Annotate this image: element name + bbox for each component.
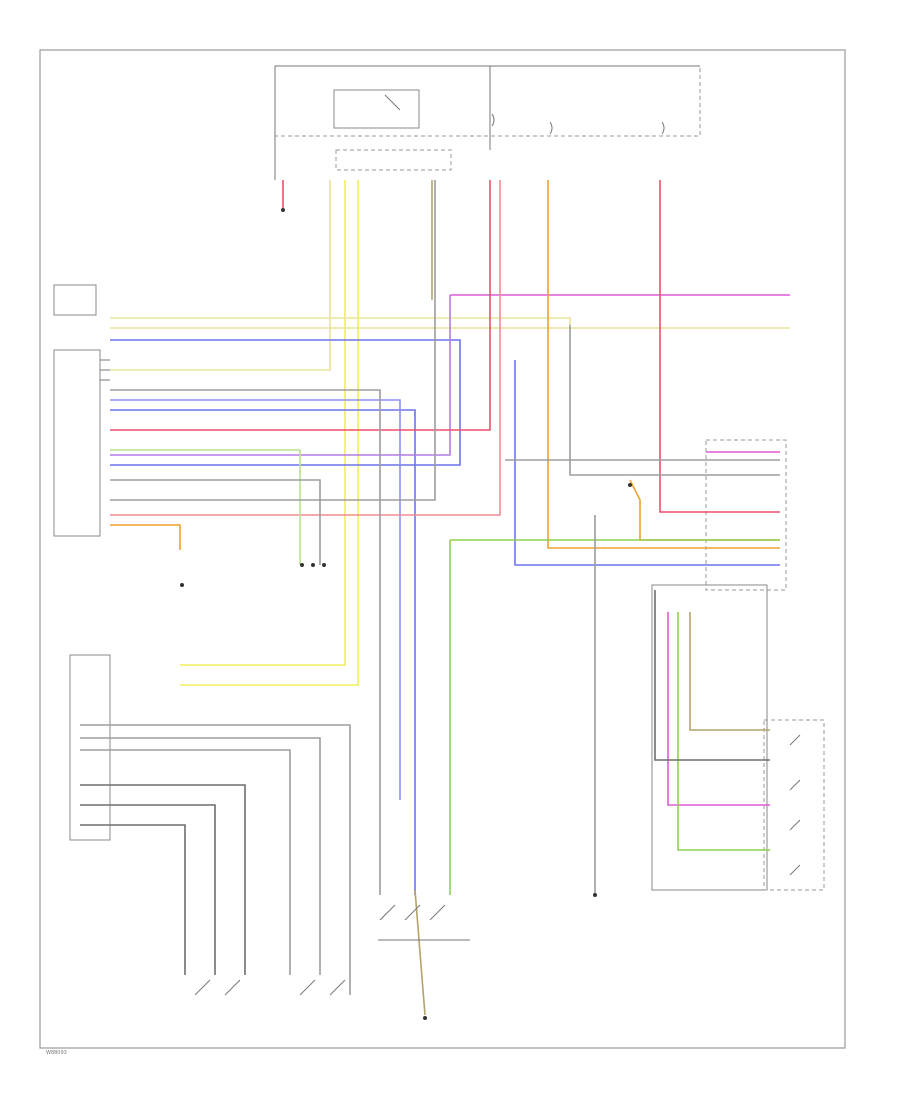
dark-gray-wire-1 — [654, 590, 770, 761]
gray-wire-9 — [110, 479, 321, 565]
splice-point-1 — [300, 563, 304, 567]
blue-wire-2 — [110, 409, 416, 895]
selector-switch-1 — [789, 734, 801, 746]
dark-gray-wire-2 — [80, 784, 246, 975]
left-paddle-switch-2 — [224, 979, 241, 996]
orange-wire-1 — [547, 180, 780, 549]
fuse-3-icon — [661, 121, 665, 135]
yellow-wire-1 — [180, 180, 346, 666]
pale-yellow-wire-2 — [110, 317, 571, 325]
ground-symbols — [180, 208, 632, 1020]
blue-wire-1 — [110, 339, 461, 466]
yellow-wire-2 — [180, 180, 359, 686]
gear-position-unit-box — [651, 584, 768, 891]
switch-contact-3 — [429, 904, 446, 921]
gray-wire-1 — [110, 389, 381, 895]
splice-point-2 — [311, 563, 315, 567]
left-paddle-switch-1 — [194, 979, 211, 996]
dark-gray-wire-3 — [80, 804, 216, 975]
pink-wire-1 — [110, 180, 501, 516]
olive-wire-2 — [689, 612, 770, 731]
gray-wire-6 — [80, 737, 321, 975]
selector-switch-2 — [789, 779, 801, 791]
relay-box — [333, 89, 420, 129]
diagram-frame — [39, 49, 846, 1049]
transmission-control-unit-box — [53, 349, 101, 537]
red-wire-2 — [110, 180, 491, 431]
switch-symbols — [194, 734, 801, 996]
dark-gray-wire-4 — [80, 824, 186, 975]
switch-contact-1 — [379, 904, 396, 921]
steering-wheel-switch-box — [69, 654, 111, 841]
orange-wire-3 — [629, 479, 780, 541]
red-wire-3 — [659, 180, 780, 513]
light-green-wire-1 — [110, 449, 301, 565]
switch-contact-2 — [404, 904, 421, 921]
splice-point-4 — [628, 483, 632, 487]
shift-lock-connector-box — [705, 439, 787, 591]
gray-wire-5 — [80, 724, 351, 995]
pale-yellow-wire-1 — [110, 180, 331, 371]
ground-point-3 — [423, 1016, 427, 1020]
figure-code: W88093 — [46, 1050, 67, 1056]
fuse-1-icon — [491, 113, 495, 127]
lower-left-connector-box — [53, 284, 97, 316]
fuse-2-icon — [549, 121, 553, 135]
relay-contact — [384, 94, 401, 111]
violet-wire-1 — [110, 295, 451, 456]
fuse-panel-outline — [274, 65, 701, 137]
orange-wire-2 — [110, 524, 181, 550]
blue-wire-4 — [110, 399, 401, 800]
selector-lever-switch-box — [763, 719, 825, 891]
wire-group — [80, 180, 790, 1016]
ground-point-4 — [593, 893, 597, 897]
right-paddle-switch-1 — [299, 979, 316, 996]
selector-switch-3 — [789, 819, 801, 831]
right-paddle-switch-2 — [329, 979, 346, 996]
fuse-group — [491, 113, 665, 135]
ground-point-1 — [281, 208, 285, 212]
gray-wire-7 — [80, 749, 291, 975]
green-wire-3 — [677, 612, 770, 851]
olive-wire-3 — [414, 889, 426, 1016]
selector-switch-4 — [789, 864, 801, 876]
tcu-pin-lines — [100, 359, 110, 381]
splice-point-3 — [322, 563, 326, 567]
underhood-fuse-box — [335, 149, 452, 171]
magenta-wire-3 — [667, 612, 770, 806]
ground-point-2 — [180, 583, 184, 587]
gray-wire-3 — [569, 325, 780, 476]
blue-wire-3 — [514, 360, 780, 566]
gray-wire-8 — [110, 180, 436, 501]
